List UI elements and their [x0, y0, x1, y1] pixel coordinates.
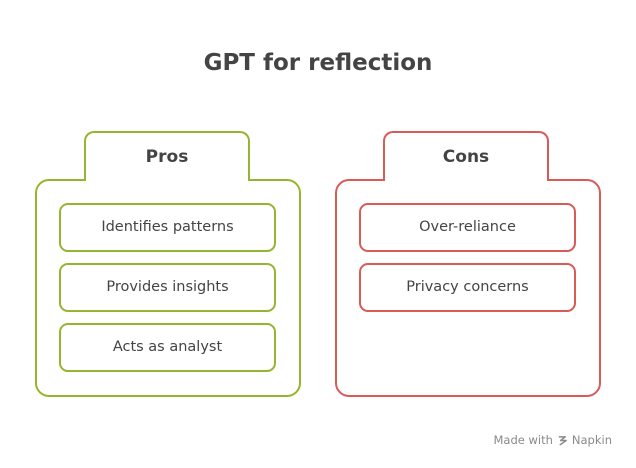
- cons-tab-join: [385, 178, 547, 182]
- pros-item: Identifies patterns: [59, 203, 276, 252]
- watermark-prefix: Made with: [493, 433, 553, 447]
- diagram-title: GPT for reflection: [203, 50, 433, 76]
- napkin-logo-icon: [558, 435, 567, 446]
- made-with-napkin-watermark[interactable]: Made with Napkin: [494, 433, 613, 447]
- cons-item: Over-reliance: [359, 203, 576, 252]
- pros-item: Acts as analyst: [59, 323, 276, 372]
- cons-item: Privacy concerns: [359, 263, 576, 312]
- pros-tab-join: [86, 178, 248, 182]
- pros-item: Provides insights: [59, 263, 276, 312]
- pros-heading: Pros: [84, 131, 250, 181]
- cons-heading: Cons: [383, 131, 549, 181]
- watermark-brand: Napkin: [571, 433, 612, 447]
